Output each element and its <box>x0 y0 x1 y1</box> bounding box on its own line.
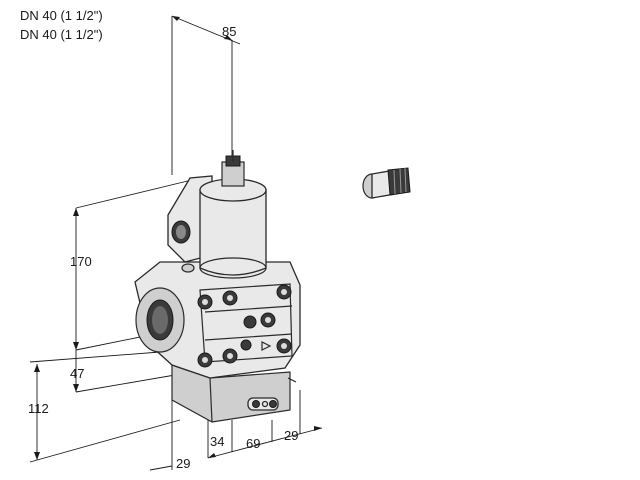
dim-85-label: 85 <box>222 24 236 39</box>
dim-34-label: 34 <box>210 434 224 449</box>
valve-body <box>134 150 301 423</box>
dim-69-label: 69 <box>246 436 260 451</box>
dimension-lines <box>29 15 323 471</box>
dim-170-label: 170 <box>70 254 92 269</box>
dim-47-label: 47 <box>70 366 84 381</box>
dim-29-right-label: 29 <box>284 428 298 443</box>
cable-gland <box>362 167 411 199</box>
title-line-2: DN 40 (1 1/2") <box>20 27 103 42</box>
dim-112-label: 112 <box>28 401 49 416</box>
dim-29-left-label: 29 <box>176 456 190 471</box>
title-line-1: DN 40 (1 1/2") <box>20 8 103 23</box>
